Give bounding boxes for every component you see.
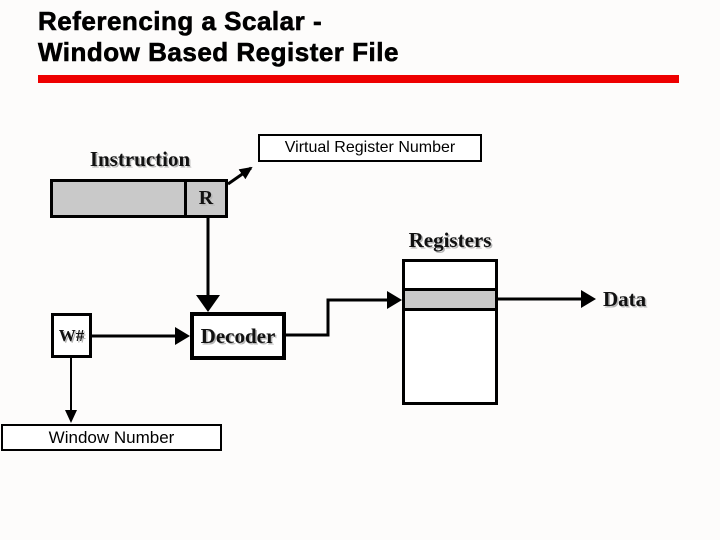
virtual-register-number-box: Virtual Register Number	[258, 134, 482, 162]
register-field-r: R	[184, 182, 225, 215]
arrow-vrn-callout	[227, 166, 253, 186]
arrowhead-decoder-left	[175, 327, 190, 345]
window-number-box: Window Number	[1, 424, 222, 451]
selected-register-row	[405, 288, 495, 311]
instruction-label: Instruction	[89, 147, 191, 171]
arrowhead-registers	[387, 291, 402, 309]
window-number-label: Window Number	[48, 427, 175, 447]
data-label: Data	[603, 287, 647, 311]
arrowhead-data	[581, 290, 596, 308]
title-line-1: Referencing a Scalar -	[38, 6, 323, 37]
path-decoder-to-registers	[286, 298, 389, 337]
virtual-register-number-label: Virtual Register Number	[284, 139, 456, 156]
registers-label: Registers	[408, 228, 492, 252]
window-register-box: W#	[51, 313, 92, 358]
title-underline	[38, 75, 679, 83]
registers-box	[402, 259, 498, 405]
title-line-2: Window Based Register File	[38, 37, 399, 68]
instruction-box: R	[50, 179, 228, 218]
arrowhead-decoder-top	[196, 295, 220, 312]
decoder-box: Decoder	[190, 312, 286, 360]
slide-title: Referencing a Scalar - Window Based Regi…	[38, 6, 698, 68]
